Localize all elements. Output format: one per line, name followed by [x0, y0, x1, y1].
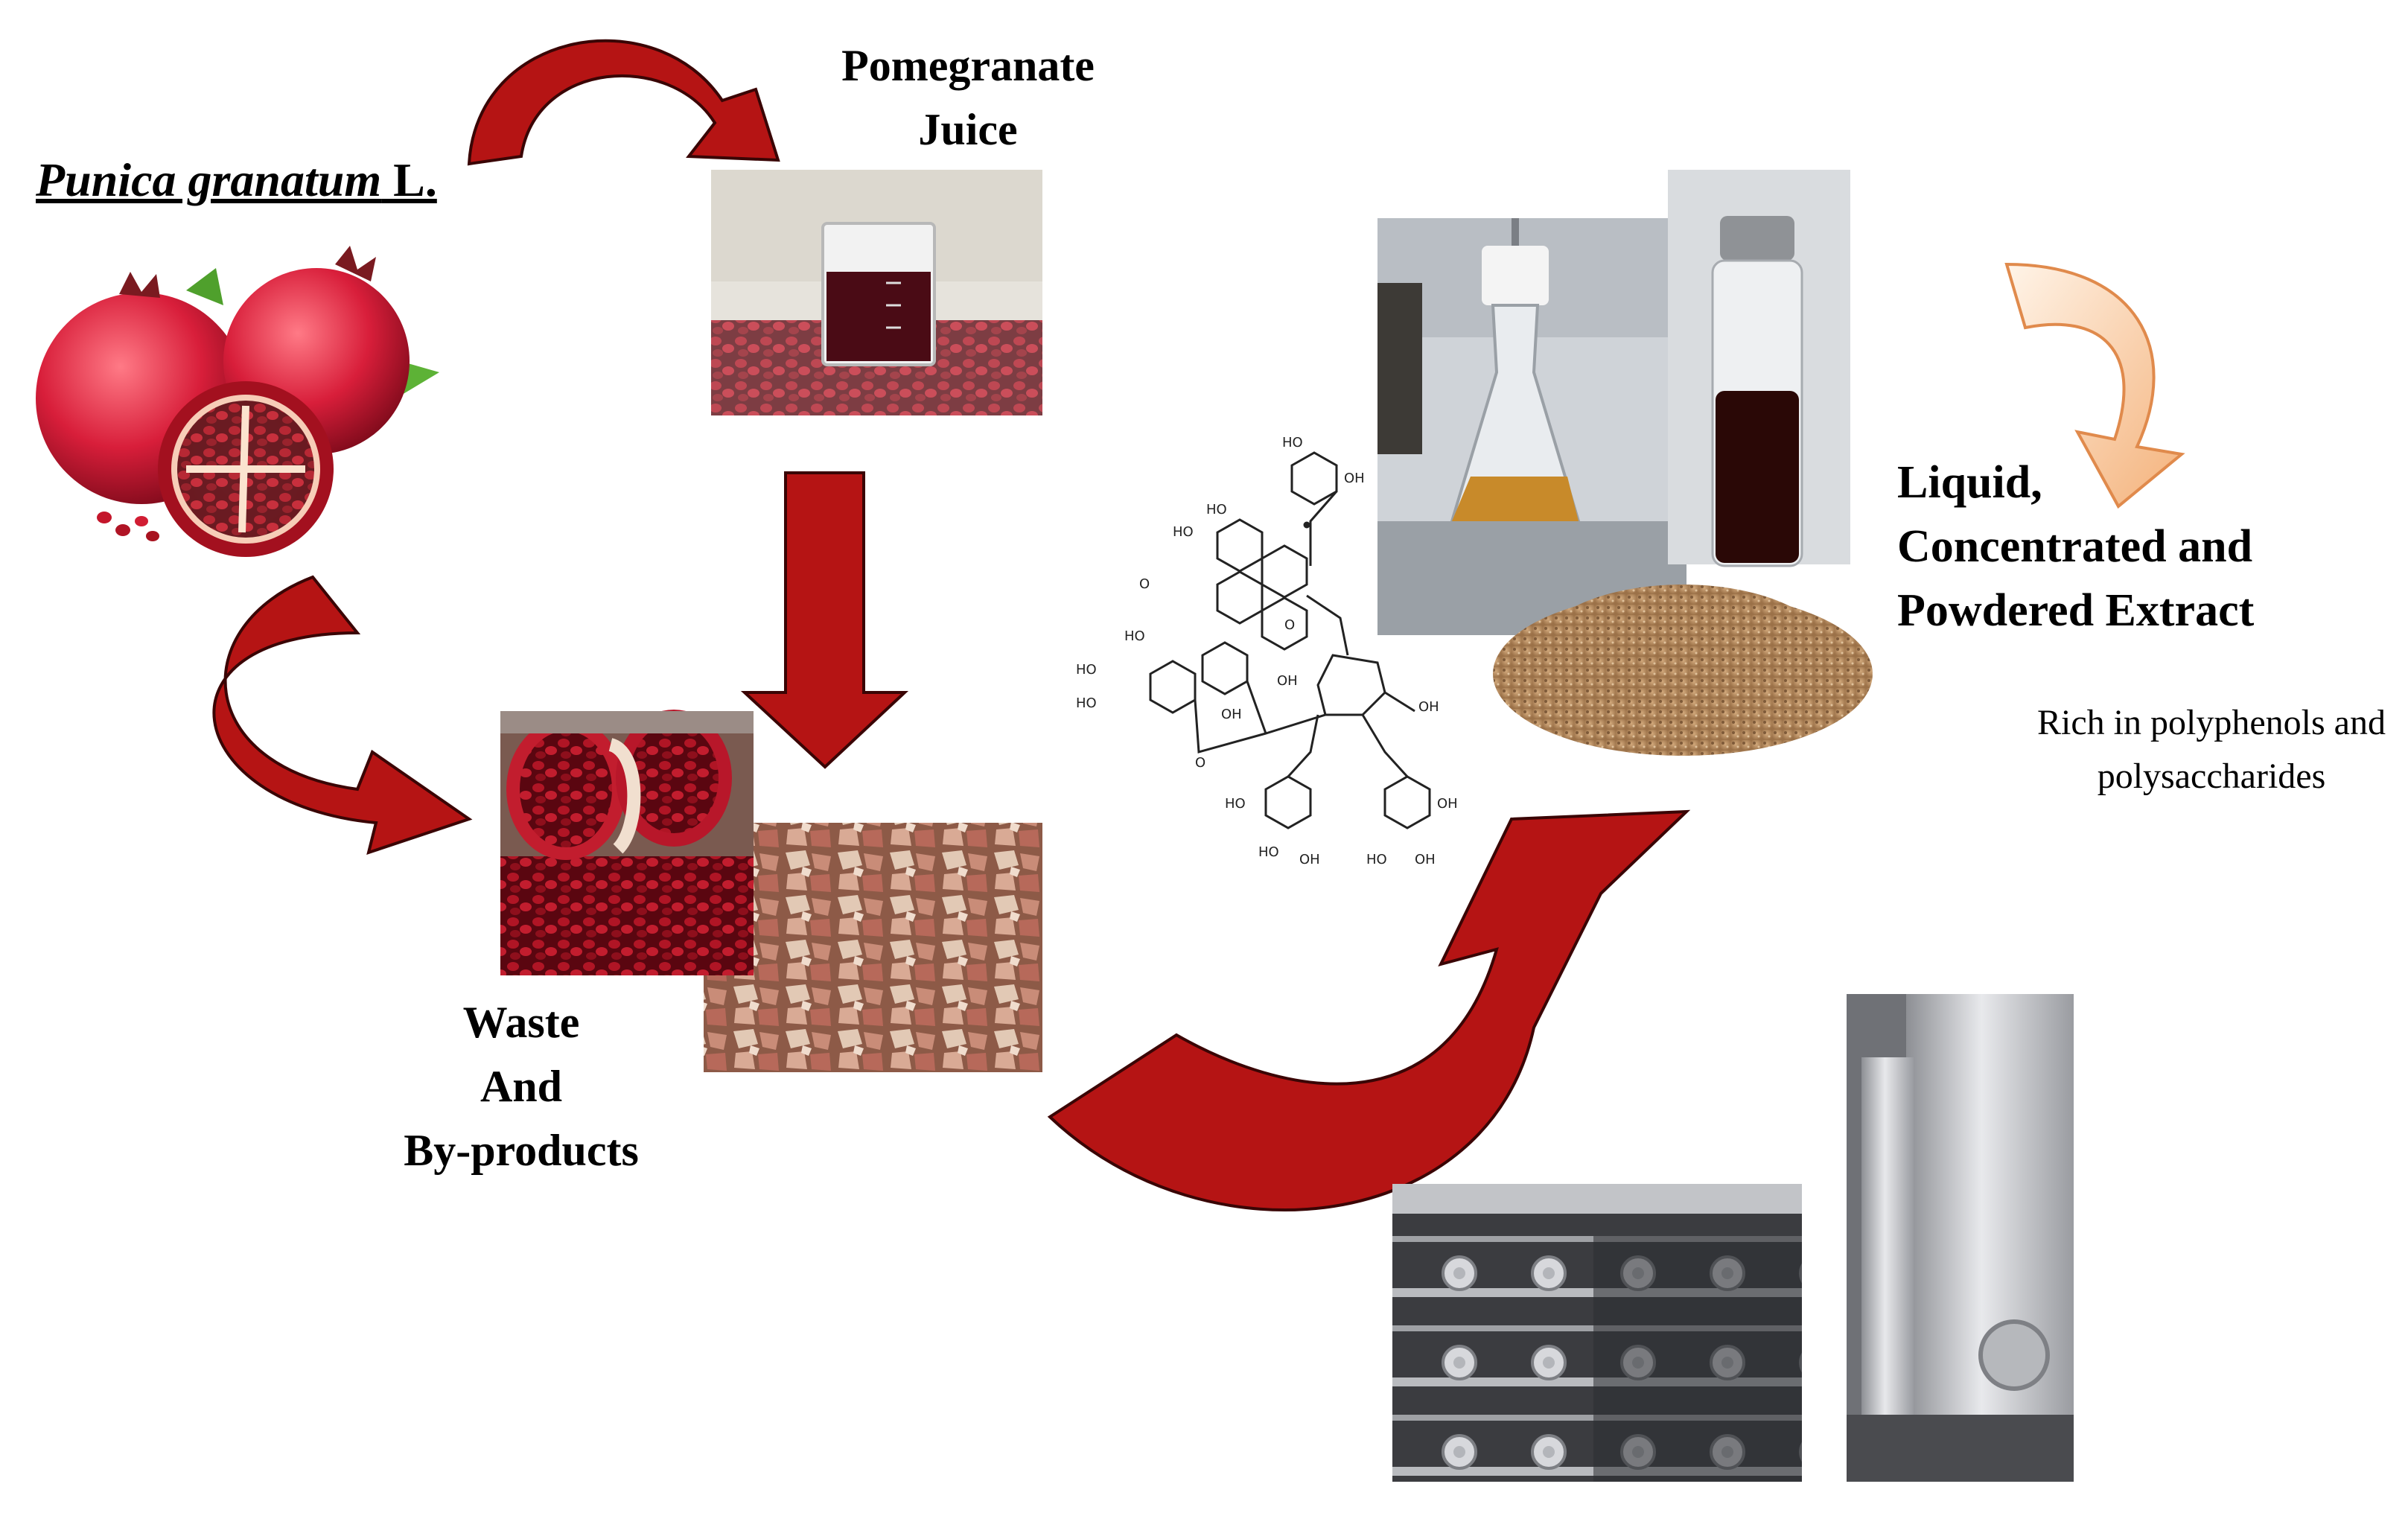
extract-label: Liquid, Concentrated and Powdered Extrac…	[1897, 450, 2254, 643]
molecule-label-o-3: O	[1195, 755, 1205, 771]
arrow-juice-to-waste	[740, 471, 909, 769]
powder-extract-photo	[1493, 585, 1873, 756]
molecule-label-oh-16: OH	[1437, 796, 1458, 812]
waste-label: Waste And By-products	[350, 990, 692, 1182]
molecule-label-oh-10: OH	[1418, 699, 1439, 715]
extract-label-line2: Concentrated and	[1897, 521, 2253, 572]
arrow-fruit-to-waste	[212, 575, 473, 856]
molecule-label-oh-15: OH	[1415, 852, 1436, 867]
arrow-waste-to-extract	[1047, 809, 1691, 1211]
species-name: Punica granatum	[36, 153, 382, 206]
juice-label: Pomegranate Juice	[789, 34, 1147, 162]
arrow-fruit-to-juice	[467, 39, 780, 166]
flask-extract-photo	[1377, 218, 1686, 635]
molecule-label-oh-11: HO	[1225, 796, 1246, 812]
industrial-filtration-photo	[1392, 1184, 1802, 1482]
molecule-label-o-2: O	[1284, 617, 1295, 633]
molecule-label-oh-4: HO	[1173, 524, 1194, 540]
juice-label-line2: Juice	[918, 105, 1018, 154]
juice-beaker-photo	[711, 170, 1042, 415]
molecule-label-o-1: O	[1139, 576, 1150, 592]
molecule-label-oh-1: HO	[1282, 435, 1303, 450]
molecule-label-oh-14: HO	[1366, 852, 1387, 867]
molecule-label-oh-3: HO	[1206, 502, 1227, 517]
extract-label-line3: Powdered Extract	[1897, 585, 2255, 636]
molecule-label-oh-8: OH	[1277, 673, 1298, 689]
extract-note: Rich in polyphenols and polysaccharides	[1951, 696, 2408, 803]
molecule-label-oh-5: HO	[1124, 628, 1145, 644]
storage-tanks-photo	[1847, 994, 2074, 1482]
extract-label-line1: Liquid,	[1897, 457, 2042, 508]
juice-label-line1: Pomegranate	[841, 41, 1095, 90]
molecule-label-oh-9: OH	[1221, 707, 1242, 722]
species-suffix: L.	[381, 153, 437, 206]
extract-note-line1: Rich in polyphenols and	[2037, 703, 2386, 742]
molecule-label-oh-2: OH	[1344, 471, 1365, 486]
extract-note-line2: polysaccharides	[2097, 756, 2326, 796]
waste-label-line1: Waste	[462, 998, 580, 1047]
waste-label-line2: And	[480, 1062, 563, 1111]
opened-fruit-photo	[500, 710, 754, 975]
species-title: Punica granatum L.	[36, 153, 437, 208]
vial-extract-photo	[1668, 170, 1850, 567]
ellagitannin-structure	[1149, 451, 1431, 829]
molecule-label-oh-7: HO	[1076, 695, 1097, 711]
arrow-extract-light	[2004, 262, 2185, 509]
molecule-label-oh-6: HO	[1076, 662, 1097, 678]
molecule-label-oh-12: HO	[1258, 844, 1279, 860]
waste-label-line3: By-products	[404, 1126, 639, 1175]
peel-waste-photo	[704, 823, 1042, 1072]
pomegranate-fruit-image	[36, 246, 439, 557]
molecule-label-oh-13: OH	[1299, 852, 1320, 867]
